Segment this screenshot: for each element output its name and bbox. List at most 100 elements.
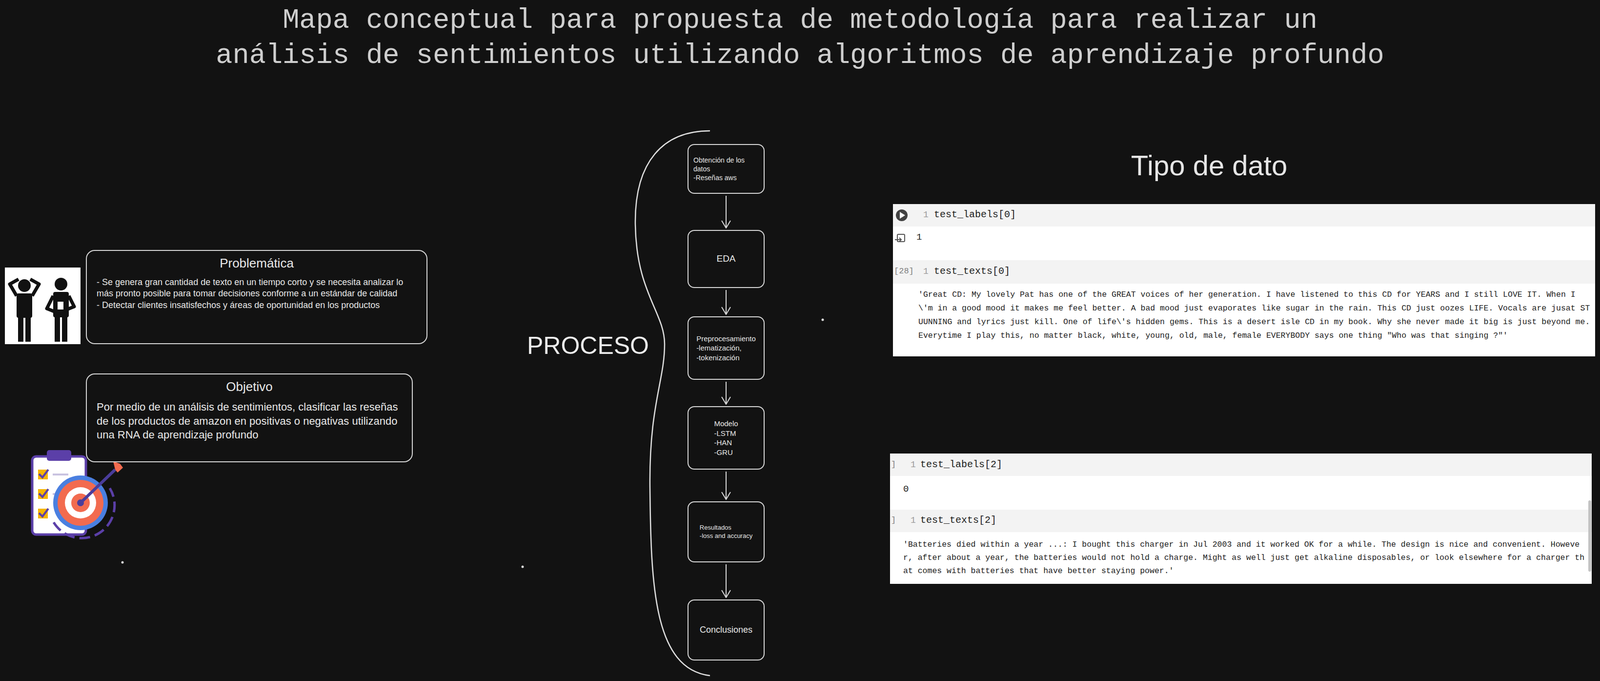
execution-count: [28] [893, 266, 914, 277]
process-text: -lematización, [696, 343, 756, 353]
stray-dot-part [821, 318, 825, 322]
label-box: test_texts[2] [920, 514, 997, 526]
label-box: test_labels[2] [920, 458, 1003, 470]
worried-people-icon-part [54, 277, 68, 291]
code-line: test_labels[0] [933, 208, 1016, 221]
label-box: ] [891, 459, 896, 470]
label-box: test_labels[0] [933, 208, 1016, 221]
worried-people-icon-part [46, 295, 57, 313]
process-text: Conclusiones [699, 624, 753, 636]
box-heading: Objetivo [96, 379, 403, 395]
scrollbar [1588, 500, 1592, 572]
process-text-group: Preprocesamiento-lematización,-tokenizac… [696, 333, 756, 363]
flow-arrow [721, 289, 731, 315]
section-label: PROCESO [526, 331, 649, 361]
stray-dot-part [121, 561, 124, 564]
worried-people-icon-part [9, 279, 19, 296]
flow-arrow [721, 471, 731, 500]
flow-arrow [721, 195, 731, 228]
label-box: PROCESO [526, 331, 649, 361]
worried-people-icon-part [57, 301, 64, 310]
run-button-part [895, 209, 908, 222]
process-box: Preprocesamiento-lematización,-tokenizac… [687, 316, 765, 380]
worried-people-icon-part [61, 316, 68, 342]
label-box: 1 [923, 209, 929, 221]
label-box: 1 [923, 266, 929, 277]
execution-count: ] [891, 459, 896, 470]
arrow-line [725, 195, 727, 228]
section-heading: Tipo de dato [1131, 149, 1288, 183]
arrow-line [725, 564, 727, 598]
worried-people-icon-part [30, 279, 40, 296]
line-number: 1 [910, 515, 916, 526]
process-box: Conclusiones [687, 599, 765, 661]
worried-people-icon-part [18, 279, 31, 292]
code-line: test_labels[2] [920, 458, 1003, 470]
process-text-group: EDA [716, 252, 736, 265]
info-box: ObjetivoPor medio de un análisis de sent… [85, 373, 413, 463]
worried-people-icon-part [64, 295, 75, 311]
process-text-group: Resultados-loss and accuracy [699, 523, 753, 541]
title-box: Mapa conceptual para propuesta de metodo… [0, 2, 1600, 74]
flow-arrow [721, 381, 731, 405]
worried-people-icon-part [4, 267, 81, 345]
output-icon-part [894, 237, 902, 242]
process-text: Obtención de los datos [693, 155, 759, 174]
arrow-head [721, 220, 731, 228]
stray-dot-part [521, 565, 525, 568]
box-body: Por medio de un análisis de sentimientos… [96, 400, 403, 443]
info-box: Problemática - Se genera gran cantidad de… [85, 249, 428, 345]
process-brace [635, 130, 710, 676]
process-text-group: Modelo-LSTM-HAN-GRU [713, 418, 738, 457]
process-box: EDA [687, 229, 765, 288]
cell-output: 0 [903, 484, 909, 495]
label-box: 1 [910, 515, 916, 526]
line-number: 1 [910, 459, 916, 470]
arrow-line [725, 381, 727, 405]
process-text: -tokenización [696, 352, 756, 363]
arrow-head [721, 396, 731, 405]
arrow-head [721, 306, 731, 315]
worried-people-icon-part [54, 316, 61, 342]
label-box: [28] [893, 266, 914, 277]
worried-people-icon [4, 267, 81, 345]
box-body: - Se genera gran cantidad de texto en un… [96, 276, 417, 300]
box-body: - Detectar clientes insatisfechos y área… [96, 299, 417, 311]
label-box: 1 [910, 459, 916, 470]
label-box: 0 [903, 484, 909, 495]
target-icon-part [80, 469, 116, 503]
label-box: test_texts[0] [933, 265, 1011, 277]
worried-people-icon-part [18, 316, 24, 342]
output-icon [894, 234, 905, 242]
arrow-head [721, 491, 731, 500]
label-box: 1 [916, 232, 922, 244]
target-icon-part [113, 461, 123, 473]
label-box: 'Batteries died within a year ...: I bou… [903, 537, 1586, 578]
run-button-part [899, 211, 906, 219]
arrow-line [725, 471, 727, 500]
flow-arrow [721, 564, 731, 598]
target-icon-part [39, 469, 49, 517]
target-icon-part [46, 449, 72, 461]
process-box: Resultados-loss and accuracy [687, 501, 765, 563]
arrow-line [725, 289, 727, 315]
run-button [895, 209, 908, 222]
process-text: -HAN [713, 437, 738, 448]
worried-people-icon-part [16, 293, 33, 318]
process-text: -GRU [713, 447, 738, 458]
box-heading: Problemática [96, 255, 417, 271]
process-box: Obtención de los datos-Reseñas aws [687, 143, 765, 194]
process-text: -Reseñas aws [693, 173, 759, 183]
target-icon [32, 449, 123, 538]
arrow-head [721, 589, 731, 598]
cell-output: 'Batteries died within a year ...: I bou… [903, 537, 1586, 578]
code-line: test_texts[2] [920, 514, 997, 526]
process-text: -loss and accuracy [699, 531, 753, 541]
process-text-group: Conclusiones [699, 624, 753, 636]
label-box: 'Great CD: My lovely Pat has one of the … [918, 287, 1591, 343]
process-text: Modelo [713, 418, 738, 429]
cell-output: 1 [916, 232, 922, 244]
cell-output: 'Great CD: My lovely Pat has one of the … [918, 287, 1591, 343]
execution-count: ] [891, 515, 896, 526]
label-box: ] [891, 515, 896, 526]
